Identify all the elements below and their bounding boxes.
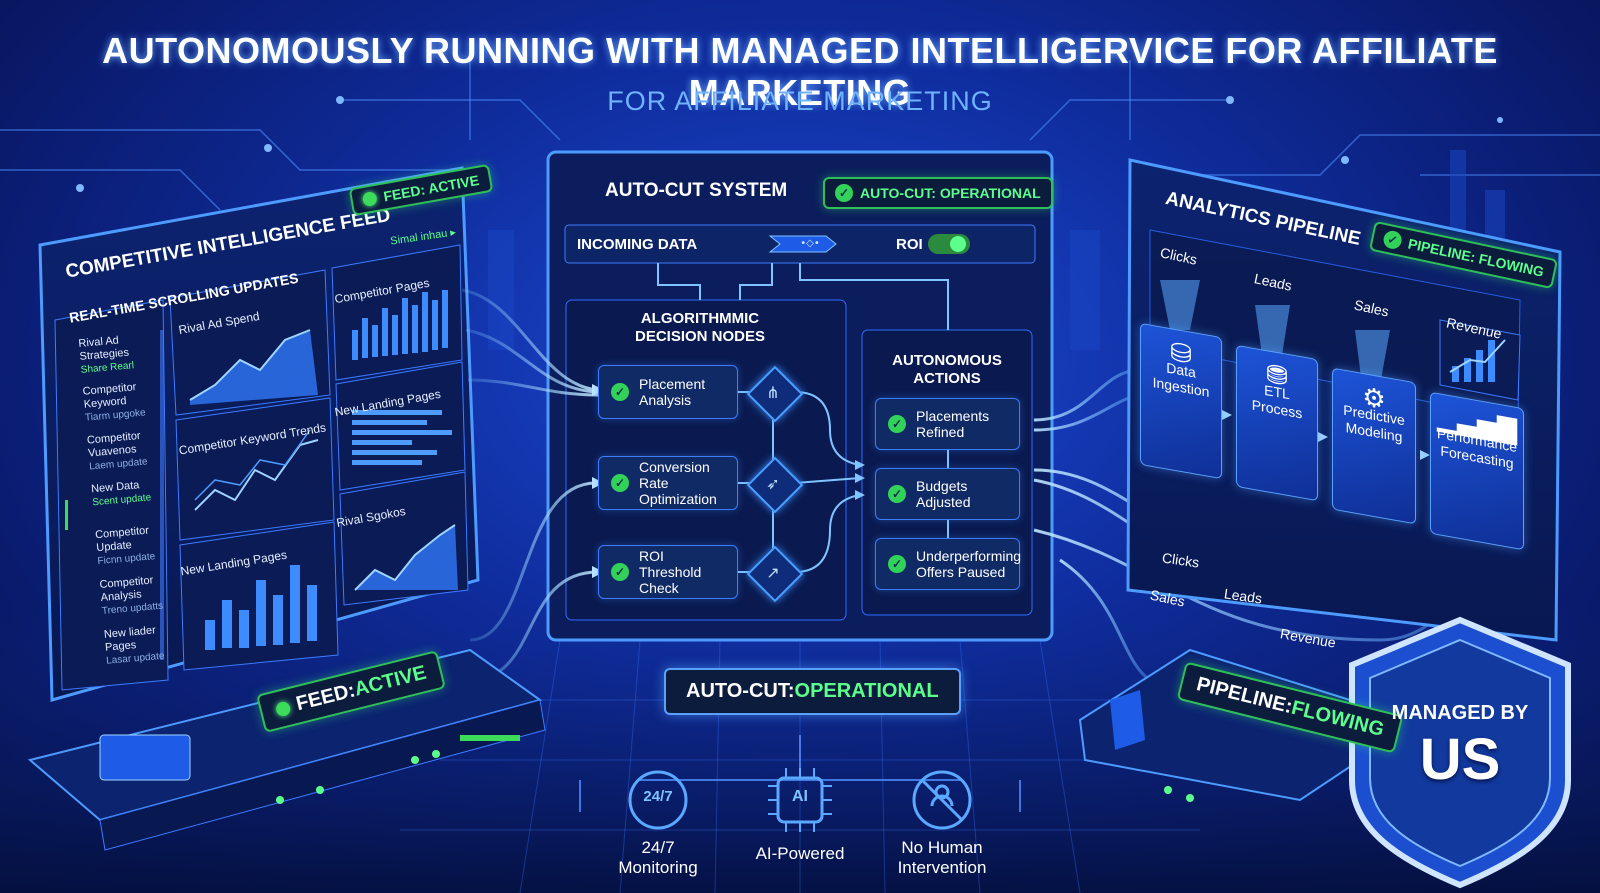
shield-line2: US <box>1419 727 1501 792</box>
feature-line1: No Human <box>901 838 983 857</box>
status-leds <box>276 735 1194 804</box>
feature-monitoring: 24/7 Monitoring <box>598 838 718 878</box>
status-dot-icon <box>361 190 378 208</box>
autocut-base-badge: AUTO-CUT: OPERATIONAL <box>664 668 961 715</box>
shield-line1: MANAGED BY <box>1391 702 1529 724</box>
shield-emblem <box>1349 616 1571 889</box>
incoming-data-label: INCOMING DATA <box>577 236 698 253</box>
network-icon: ⋔ <box>766 382 780 402</box>
clock-247-icon: 24/7 <box>643 788 673 805</box>
node-line2: Check <box>639 580 679 596</box>
no-human-icon <box>914 772 970 828</box>
autocut-base-value: OPERATIONAL <box>794 680 939 702</box>
feed-base-prefix: FEED: <box>293 679 358 716</box>
node-line2: Optimization <box>639 491 717 507</box>
ai-chip-icon: AI <box>792 788 808 805</box>
data-flow-icon: •◇• <box>800 238 820 249</box>
decision-nodes-title: ALGORITHMMIC DECISION NODES <box>600 310 800 346</box>
check-icon: ✓ <box>611 474 629 492</box>
feature-line2: Monitoring <box>618 858 698 877</box>
node-line1: ROI Threshold <box>639 548 702 580</box>
check-icon: ✓ <box>888 555 906 573</box>
node-line1: Conversion Rate <box>639 459 710 491</box>
actions-title-line2: ACTIONS <box>913 370 981 387</box>
status-dot-icon <box>274 699 292 717</box>
roi-label: ROI <box>896 236 923 253</box>
roi-toggle[interactable] <box>928 234 970 254</box>
left-mini-charts <box>65 290 458 660</box>
page-subtitle: FOR AFFILIATE MARKETING <box>607 86 993 116</box>
feature-line2: Intervention <box>897 858 987 877</box>
left-to-center-flows <box>461 288 599 682</box>
autocut-status-text: AUTO-CUT: OPERATIONAL <box>860 185 1041 201</box>
page-title: AUTONOMOUSLY RUNNING WITH MANAGED INTELL… <box>102 30 1498 113</box>
feature-ai-powered: AI-Powered <box>735 844 865 864</box>
action-line2: Adjusted <box>916 494 971 510</box>
check-icon: ✓ <box>611 383 629 401</box>
actions-title-line1: AUTONOMOUS <box>892 352 1002 369</box>
node-line1: Placement <box>639 376 706 392</box>
center-panel-title: AUTO-CUT SYSTEM <box>605 180 788 201</box>
autonomous-actions-title: AUTONOMOUS ACTIONS <box>862 352 1032 388</box>
stage-etl-process[interactable]: ⛃ ETL Process <box>1236 344 1318 502</box>
feature-no-human: No Human Intervention <box>872 838 1012 878</box>
stage-predictive-modeling[interactable]: ⚙ Predictive Modeling <box>1332 367 1416 525</box>
decision-title-line2: DECISION NODES <box>634 328 766 345</box>
check-icon: ✓ <box>1381 229 1404 251</box>
node-line2: Analysis <box>639 392 692 408</box>
action-line1: Budgets <box>916 478 968 494</box>
stage-performance-forecasting[interactable]: ▁▃▅▇ Performance Forecasting <box>1430 391 1524 551</box>
stage-data-ingestion[interactable]: ⛁ Data Ingestion <box>1140 322 1222 480</box>
autocut-status-badge: ✓ AUTO-CUT: OPERATIONAL <box>823 177 1053 209</box>
check-icon: ✓ <box>888 485 906 503</box>
rocket-icon: ➶ <box>766 473 780 493</box>
action-line2: Refined <box>916 424 965 440</box>
check-icon: ✓ <box>835 184 853 202</box>
action-line2: Offers Paused <box>916 564 1006 580</box>
feature-line1: 24/7 <box>641 838 675 857</box>
check-icon: ✓ <box>611 563 629 581</box>
right-funnels <box>1160 280 1390 385</box>
autocut-base-prefix: AUTO-CUT: <box>686 680 795 702</box>
decision-title-line1: ALGORITHMMIC <box>640 310 760 327</box>
check-icon: ✓ <box>888 415 906 433</box>
action-line1: Placements <box>916 408 990 424</box>
feature-icons <box>628 770 972 830</box>
trend-icon: ↗ <box>766 562 780 582</box>
feature-line1: AI-Powered <box>755 844 845 863</box>
action-line1: Underperforming <box>916 548 1022 564</box>
base-platforms <box>27 648 1362 851</box>
